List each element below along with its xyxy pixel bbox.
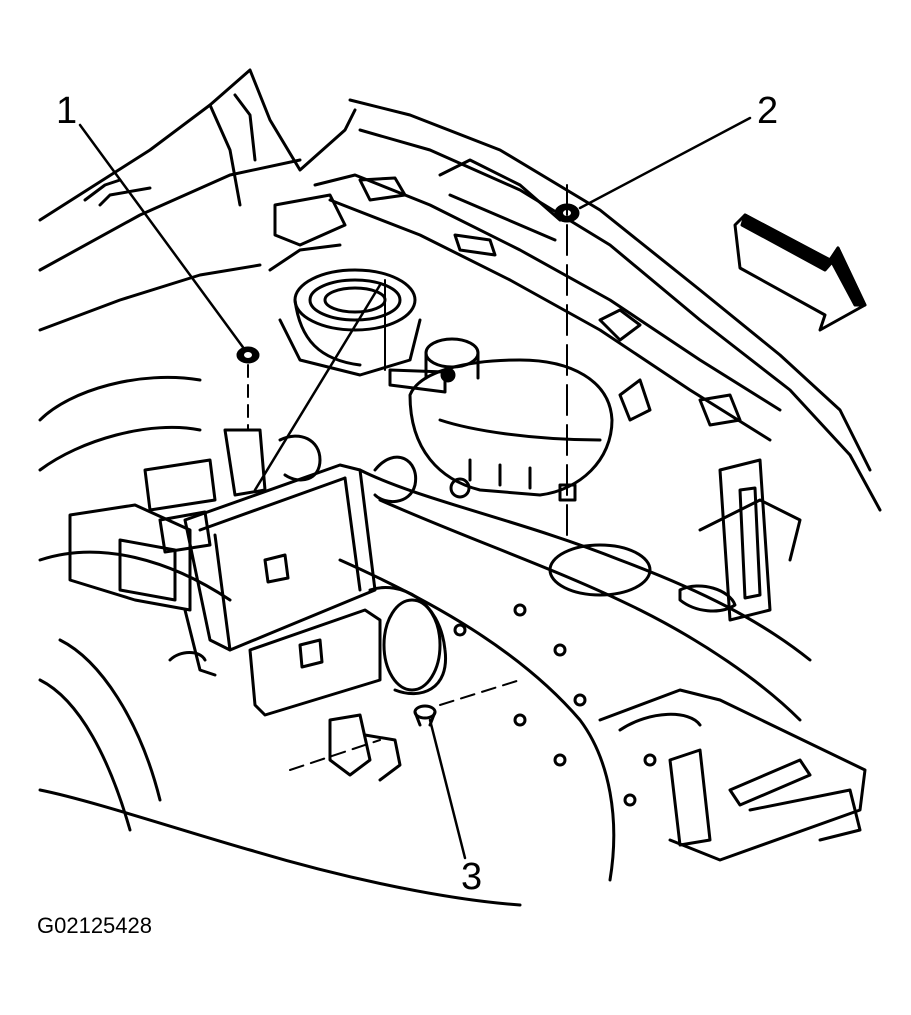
hood-panel — [40, 70, 880, 510]
frame-rail — [455, 605, 865, 860]
ground-bolt — [330, 706, 435, 780]
direction-arrow-icon — [735, 215, 865, 330]
fender-apron — [40, 377, 810, 905]
module-bracket — [70, 430, 320, 675]
strut-tower — [280, 270, 420, 375]
callout-1: 1 — [56, 90, 78, 132]
leader-lines — [80, 118, 750, 858]
callout-3: 3 — [461, 856, 483, 898]
control-module — [185, 457, 446, 715]
figure-id: G02125428 — [37, 913, 152, 938]
alignment-lines — [248, 185, 567, 770]
coolant-reservoir — [390, 339, 650, 497]
cowl-structure — [270, 175, 780, 440]
fastener-nuts — [238, 205, 578, 500]
callout-2: 2 — [757, 90, 779, 132]
